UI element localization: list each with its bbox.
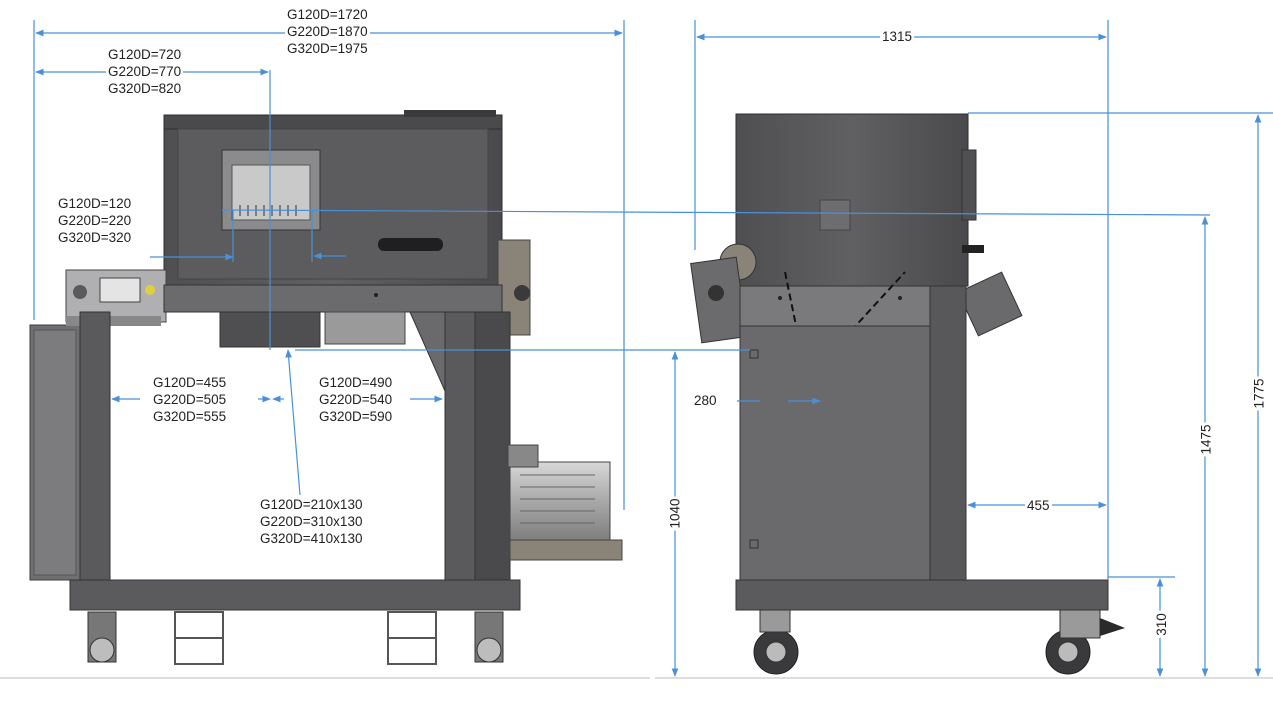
opening-offset-g220d: G220D=220 [58,213,132,228]
overall-width-label: G120D=1720 G220D=1870 G320D=1975 [285,6,370,57]
opening-offset-g120d: G120D=120 [58,196,132,211]
left-leg-span-label: G120D=455 G220D=505 G320D=555 [151,374,229,425]
upper-width-label: G120D=720 G220D=770 G320D=820 [106,46,184,97]
depth-label: 1315 [880,28,915,45]
left-leg-span-g120d: G120D=455 [153,375,227,390]
left-leg-span-g320d: G320D=555 [153,409,227,424]
overall-width-g220d: G220D=1870 [287,24,368,39]
side-frame-panel [739,325,931,581]
opening-offset-label: G120D=120 G220D=220 G320D=320 [56,195,134,246]
right-leg-span-g220d: G220D=540 [319,392,393,407]
front-base-frame [69,579,521,611]
drive-motor [509,461,611,541]
outlet-size-g220d: G220D=310x130 [260,514,363,529]
upper-width-g320d: G320D=820 [108,81,182,96]
upper-width-g220d: G220D=770 [108,64,182,79]
front-right-leg [444,311,476,593]
outlet-size-g120d: G120D=210x130 [260,497,363,512]
outlet-size-g320d: G320D=410x130 [260,531,363,546]
leg-offset-label: 455 [1025,497,1052,514]
dimension-lines [33,20,1273,677]
outlet-size-label: G120D=210x130 G220D=310x130 G320D=410x13… [258,496,365,547]
outlet-height-label: 1040 [667,496,683,531]
upper-width-g120d: G120D=720 [108,47,182,62]
right-leg-span-label: G120D=490 G220D=540 G320D=590 [317,374,395,425]
clearance-label: 310 [1153,611,1169,638]
right-leg-span-g320d: G320D=590 [319,409,393,424]
table-height-label: 1475 [1198,422,1214,457]
side-granulator-body [735,113,969,287]
side-view [655,113,1273,679]
inner-width-label: 280 [692,392,719,409]
overall-width-g120d: G120D=1720 [287,7,368,22]
overall-width-g320d: G320D=1975 [287,41,368,56]
left-leg-span-g220d: G220D=505 [153,392,227,407]
right-leg-span-g120d: G120D=490 [319,375,393,390]
opening-offset-g320d: G320D=320 [58,230,132,245]
total-height-label: 1775 [1251,376,1267,411]
side-base-frame [735,579,1109,611]
front-left-leg [79,311,111,593]
